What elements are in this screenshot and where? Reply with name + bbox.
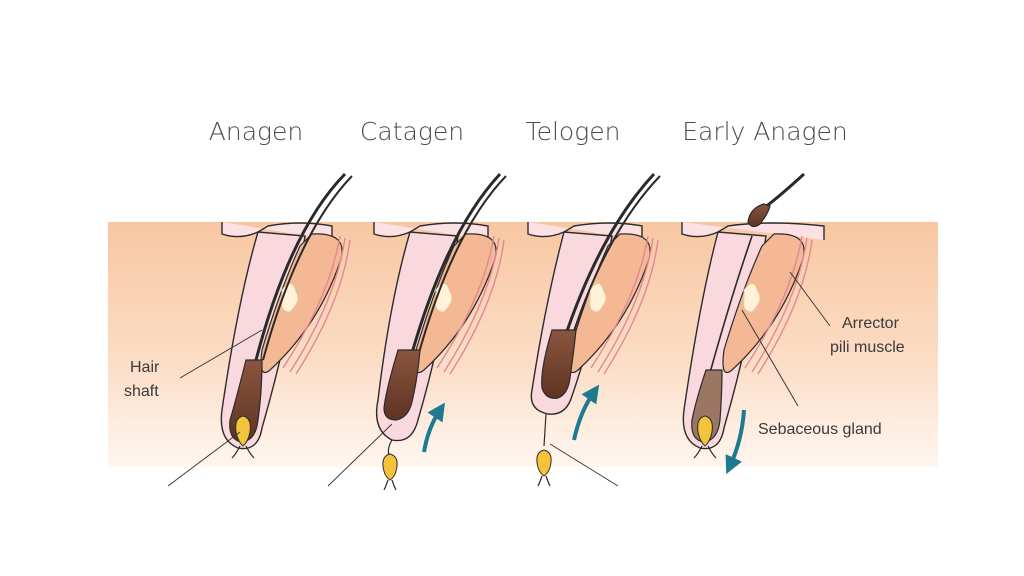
- leader-hair-shaft: [179, 329, 263, 379]
- follicle-early-anagen: [681, 172, 825, 459]
- hair-shaft: [562, 172, 656, 341]
- follicle-anagen: [220, 172, 353, 459]
- club-hair-bulb: [541, 329, 577, 399]
- stage-title-early-anagen: Early Anagen: [682, 117, 848, 146]
- label-hair-shaft-line1: Hair: [130, 359, 160, 376]
- dermal-papilla: [536, 449, 552, 477]
- skin-opening: [373, 222, 489, 240]
- gland-highlight: [589, 283, 607, 313]
- papilla-stalk: [693, 445, 717, 459]
- hair-shaft: [244, 172, 347, 391]
- shedding-hair: [763, 172, 806, 210]
- new-hair-shaft: [707, 235, 753, 381]
- label-hair-shaft-line2: shaft: [124, 383, 159, 400]
- label-arrector-line2: pili muscle: [830, 339, 905, 356]
- dermal-papilla: [235, 415, 251, 447]
- leader-papilla-telogen: [549, 443, 619, 487]
- dermal-papilla: [382, 453, 398, 481]
- label-arrector-line1: Arrector: [842, 315, 900, 332]
- stage-titles: Anagen Catagen Telogen Early Anagen: [209, 117, 848, 146]
- direction-arrows: [422, 384, 746, 475]
- papilla-strand: [543, 413, 547, 447]
- arrector-muscle: [282, 235, 351, 375]
- leader-lines: [167, 271, 831, 487]
- leader-arrector: [789, 271, 831, 327]
- arrector-muscle: [590, 235, 659, 375]
- dermal-papilla: [697, 415, 713, 447]
- arrow-up-catagen: [422, 402, 445, 453]
- hair-bulb: [383, 349, 421, 421]
- stage-title-catagen: Catagen: [360, 117, 464, 146]
- papilla-stalk: [537, 475, 551, 487]
- arrector-muscle: [744, 235, 813, 375]
- shedding-club: [747, 203, 771, 228]
- arrector-muscle: [436, 235, 505, 375]
- hair-shaft-2: [570, 175, 661, 341]
- stage-title-telogen: Telogen: [526, 117, 621, 146]
- label-sebaceous-gland: Sebaceous gland: [758, 421, 882, 438]
- leader-sebaceous: [741, 309, 799, 407]
- gland-highlight: [743, 283, 761, 313]
- callout-labels: Hair shaft Arrector pili muscle Sebaceou…: [124, 315, 905, 438]
- leader-papilla-anagen: [167, 431, 241, 487]
- hair-shaft-2: [262, 175, 353, 361]
- arrow-up-telogen: [572, 384, 600, 441]
- stage-title-anagen: Anagen: [209, 117, 304, 146]
- leader-papilla-catagen: [327, 423, 393, 487]
- hair-shaft-2: [416, 175, 507, 361]
- papilla-stalk: [231, 445, 255, 459]
- follicle-catagen: [373, 172, 507, 491]
- follicle-telogen: [527, 172, 661, 487]
- arrow-down-early-anagen: [725, 409, 746, 475]
- hair-shaft: [408, 172, 502, 361]
- papilla-stalk: [383, 479, 397, 491]
